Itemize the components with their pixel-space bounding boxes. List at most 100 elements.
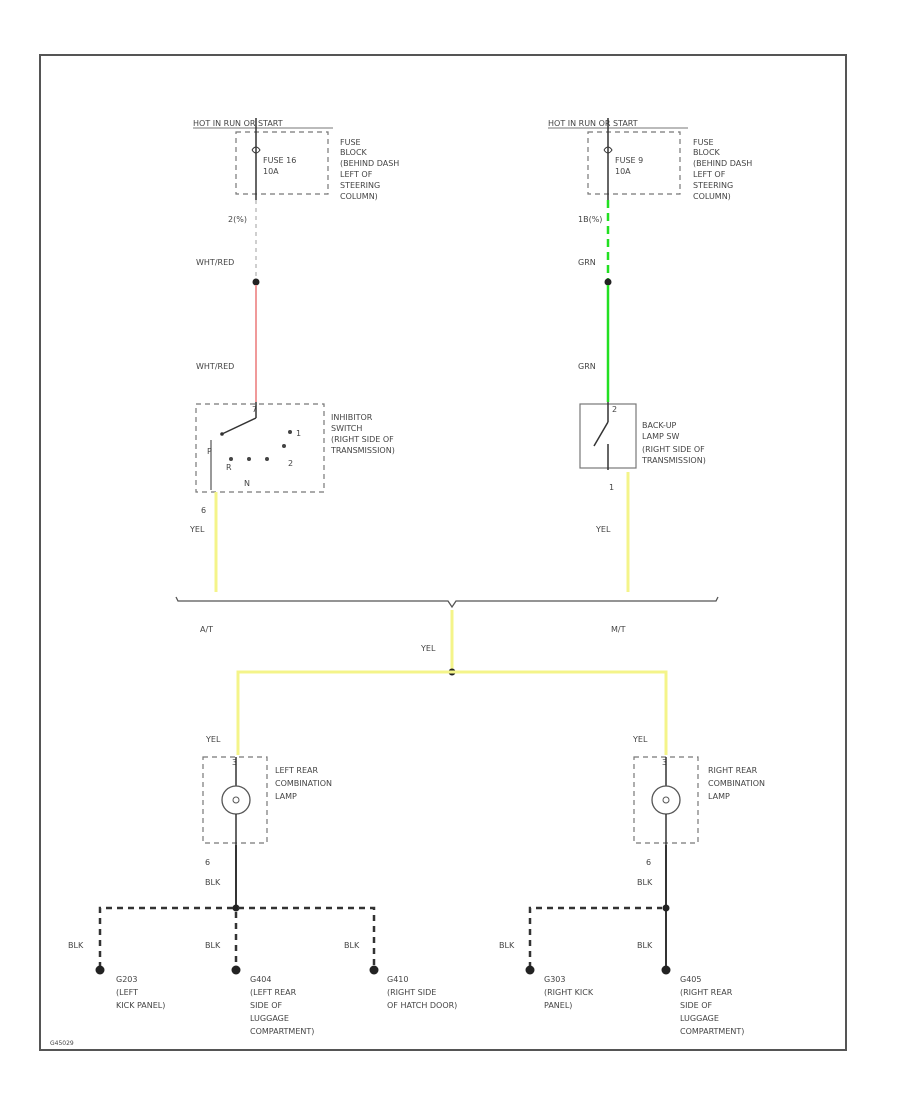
lamp-left-desc-0: LEFT REAR xyxy=(275,766,318,775)
wire-label-lamp-left-out: BLK xyxy=(205,878,221,887)
inhibitor-pin-in: 7 xyxy=(252,405,257,414)
inhibitor-desc-2: (RIGHT SIDE OF xyxy=(331,435,394,444)
lamp-box-left xyxy=(202,756,268,844)
fuse-box-left xyxy=(235,131,329,195)
ground-g2-label-4: COMPARTMENT) xyxy=(250,1027,314,1036)
fuse-desc-right-4: STEERING xyxy=(693,181,733,190)
inhibitor-switch: 7 P R N 2 1 INHIBITOR SWITCH (RIGHT SIDE… xyxy=(195,402,395,515)
inhibitor-box xyxy=(195,403,325,493)
ground-g5-label-2: SIDE OF xyxy=(680,1001,712,1010)
ground-g5-label-0: G405 xyxy=(680,975,701,984)
ground-g2-label-0: G404 xyxy=(250,975,271,984)
wire-yel-distribution xyxy=(236,670,668,755)
fuse-name-right: FUSE 9 xyxy=(615,156,643,165)
ground-g1-label-1: (LEFT xyxy=(116,988,138,997)
inhibitor-desc-0: INHIBITOR xyxy=(331,413,373,422)
inhibitor-desc-1: SWITCH xyxy=(331,424,362,433)
connector-right xyxy=(604,278,612,286)
lamp-left-pin-in: 3 xyxy=(232,758,237,767)
bulb-icon-right xyxy=(651,785,681,815)
wire-label-right-mid: GRN xyxy=(578,362,596,371)
ground-g1-label-0: G203 xyxy=(116,975,137,984)
lamp-left-desc-2: LAMP xyxy=(275,792,297,801)
ground-g1-label-2: KICK PANEL) xyxy=(116,1001,165,1010)
fuse-amps-left: 10A xyxy=(263,167,279,176)
wire-label-left-mid: WHT/RED xyxy=(196,362,234,371)
backup-desc-0: BACK-UP xyxy=(642,421,677,430)
wire-label-center: YEL xyxy=(420,644,436,653)
inhibitor-pos-2: 2 xyxy=(288,459,293,468)
wire-label-g4: BLK xyxy=(499,941,515,950)
wire-label-g5: BLK xyxy=(637,941,653,950)
inhibitor-pos-n: N xyxy=(244,479,250,488)
fuse-desc-right-3: LEFT OF xyxy=(693,170,726,179)
lamp-right-pin-out: 6 xyxy=(646,858,651,867)
inhibitor-desc-3: TRANSMISSION) xyxy=(330,446,395,455)
ground-g3-label-2: OF HATCH DOOR) xyxy=(387,1001,457,1010)
wire-label-lamp-left-in: YEL xyxy=(205,735,221,744)
ground-g3-label-1: (RIGHT SIDE xyxy=(387,988,436,997)
ground-g5 xyxy=(661,965,671,975)
ground-g3 xyxy=(369,965,379,975)
diagram-frame xyxy=(39,54,847,1051)
lamp-right-desc-1: COMBINATION xyxy=(708,779,765,788)
wire-label-left-top: WHT/RED xyxy=(196,258,234,267)
wire-label-left-out: YEL xyxy=(189,525,205,534)
splice-ground-right xyxy=(662,904,670,912)
ground-g4 xyxy=(525,965,535,975)
fuse-desc-right-1: BLOCK xyxy=(693,148,721,157)
wire-label-lamp-right-in: YEL xyxy=(632,735,648,744)
backup-desc-1: LAMP SW xyxy=(642,432,679,441)
wire-label-g3: BLK xyxy=(344,941,360,950)
hot-label-right: HOT IN RUN OR START xyxy=(548,119,638,128)
right-rear-combination-lamp: 3 RIGHT REAR COMBINATION LAMP 6 xyxy=(633,756,765,867)
fuse-desc-left-2: (BEHIND DASH xyxy=(340,159,399,168)
fuse-name-left: FUSE 16 xyxy=(263,156,296,165)
inhibitor-pos-1: 1 xyxy=(296,429,301,438)
split-label-mt: M/T xyxy=(611,625,626,634)
backup-switch-arm xyxy=(593,421,609,447)
lamp-right-pin-in: 3 xyxy=(662,758,667,767)
split-bracket xyxy=(175,596,719,609)
inhibitor-pos-p: P xyxy=(207,447,212,456)
fuse-symbol-left xyxy=(251,146,261,154)
fuse-desc-left-1: BLOCK xyxy=(340,148,368,157)
lamp-right-desc-2: LAMP xyxy=(708,792,730,801)
ground-g4-label-2: PANEL) xyxy=(544,1001,572,1010)
backup-desc-2: (RIGHT SIDE OF xyxy=(642,445,705,454)
lamp-right-desc-0: RIGHT REAR xyxy=(708,766,758,775)
inhibitor-pin-out: 6 xyxy=(201,506,206,515)
backup-desc-3: TRANSMISSION) xyxy=(641,456,706,465)
fuse-desc-left-4: STEERING xyxy=(340,181,380,190)
ground-g5-label-1: (RIGHT REAR xyxy=(680,988,733,997)
ground-g4-label-1: (RIGHT KICK xyxy=(544,988,594,997)
ground-g3-label-0: G410 xyxy=(387,975,408,984)
fuse-desc-right-2: (BEHIND DASH xyxy=(693,159,752,168)
backup-pin-out: 1 xyxy=(609,483,614,492)
lamp-left-pin-out: 6 xyxy=(205,858,210,867)
fuse-box-right xyxy=(587,131,681,195)
figure-code: G45029 xyxy=(50,1040,74,1047)
ground-g4-label-0: G303 xyxy=(544,975,565,984)
fuse-amps-right: 10A xyxy=(615,167,631,176)
ground-g2-label-3: LUGGAGE xyxy=(250,1014,289,1023)
fuse-block-right: HOT IN RUN OR START FUSE 9 10A FUSE BLOC… xyxy=(548,118,752,224)
fuse-block-left: HOT IN RUN OR START FUSE 16 10A FUSE BLO… xyxy=(193,118,399,224)
fuse-pin-left: 2(%) xyxy=(228,215,247,224)
hot-label-left: HOT IN RUN OR START xyxy=(193,119,283,128)
wire-label-right-out: YEL xyxy=(595,525,611,534)
wire-label-lamp-right-out: BLK xyxy=(637,878,653,887)
wire-ground-tree-left xyxy=(98,906,376,968)
fuse-desc-left-5: COLUMN) xyxy=(340,192,378,201)
inhibitor-pos-r: R xyxy=(226,463,232,472)
backup-pin-in: 2 xyxy=(612,405,617,414)
wire-ground-tree-right xyxy=(528,906,662,968)
ground-g2 xyxy=(231,965,241,975)
ground-g1 xyxy=(95,965,105,975)
wire-label-g1: BLK xyxy=(68,941,84,950)
split-label-at: A/T xyxy=(200,625,213,634)
wire-label-right-top: GRN xyxy=(578,258,596,267)
fuse-pin-right: 1B(%) xyxy=(578,215,602,224)
fuse-desc-left-0: FUSE xyxy=(340,138,361,147)
